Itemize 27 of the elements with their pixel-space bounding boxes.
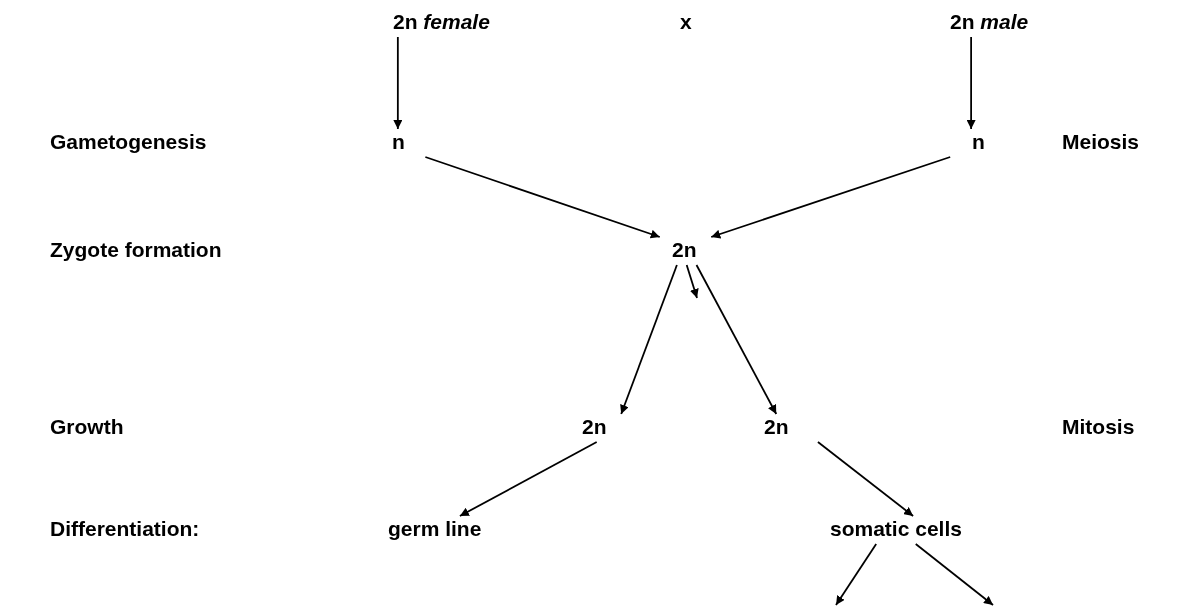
node-label: 2n female: [393, 10, 490, 34]
node-label: n: [972, 130, 985, 154]
node-label: 2n: [764, 415, 789, 439]
arrow: [914, 543, 994, 606]
arrow: [685, 264, 699, 299]
arrow: [710, 156, 952, 239]
arrow: [966, 36, 976, 130]
node-label: germ line: [388, 517, 482, 541]
arrow: [695, 264, 778, 415]
stage-label: Meiosis: [1062, 130, 1140, 154]
arrow: [817, 441, 914, 517]
stage-label: Differentiation:: [50, 517, 200, 541]
arrow: [424, 156, 661, 239]
node-label: somatic cells: [830, 517, 962, 541]
node-label: n: [392, 130, 405, 154]
stage-label: Mitosis: [1062, 415, 1135, 439]
node-label: 2n: [582, 415, 607, 439]
arrow: [393, 36, 403, 130]
arrow: [459, 441, 598, 517]
node-label: 2n: [672, 238, 697, 262]
arrow: [620, 264, 678, 415]
cross-sign: x: [680, 10, 692, 34]
stage-label: Growth: [50, 415, 124, 439]
stage-label: Zygote formation: [50, 238, 222, 262]
node-label: 2n male: [950, 10, 1029, 34]
stage-label: Gametogenesis: [50, 130, 207, 154]
arrow: [835, 543, 878, 606]
